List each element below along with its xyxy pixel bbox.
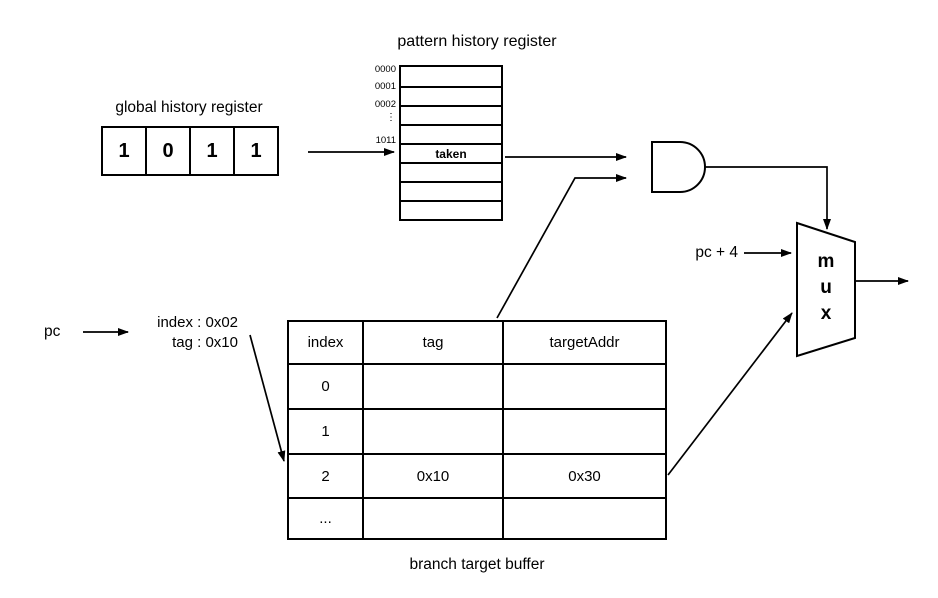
- phr-index-ellipsis: ⋮: [386, 112, 396, 123]
- pattern-history-register: taken: [399, 65, 503, 221]
- phr-row: [401, 105, 501, 124]
- pc-decode-block: index : 0x02 tag : 0x10: [130, 313, 238, 353]
- btb-header-index: index: [307, 334, 344, 351]
- ghr-bit-3: 1: [233, 128, 277, 174]
- btb-cell: [502, 408, 665, 453]
- phr-row: [401, 86, 501, 105]
- phr-row: [401, 181, 501, 200]
- phr-index-label-0001: 0001: [374, 81, 396, 92]
- mux-letter-x: x: [820, 303, 832, 324]
- ghr-bit-2: 1: [189, 128, 233, 174]
- phr-entry-value: taken: [435, 146, 467, 161]
- btb-title: branch target buffer: [409, 556, 545, 573]
- ghr-bit-0: 1: [118, 139, 130, 162]
- btb-header-targetaddr: targetAddr: [502, 322, 665, 363]
- pc-label: pc: [44, 323, 61, 340]
- mux-letter-u: u: [820, 277, 832, 298]
- phr-row: [401, 162, 501, 181]
- global-history-register: 1 0 1 1: [101, 126, 279, 176]
- btb-cell-target-0x30: 0x30: [502, 453, 665, 497]
- mux-shape: [796, 221, 856, 358]
- btb-cell-ellipsis: ...: [289, 497, 362, 538]
- branch-target-buffer: index tag targetAddr 0 1 2 0x10 0x30 ...: [287, 320, 667, 540]
- arrow-and-to-mux: [697, 166, 831, 230]
- btb-header-tag: tag: [362, 322, 502, 363]
- btb-cell-tag-0x10: 0x10: [362, 453, 502, 497]
- btb-cell: 0: [289, 363, 362, 408]
- btb-cell: [362, 497, 502, 538]
- phr-index-label-1011: 1011: [375, 135, 396, 146]
- phr-row: [401, 200, 501, 219]
- pc-decode-index: index : 0x02: [157, 314, 238, 331]
- ghr-title: global history register: [115, 99, 263, 116]
- btb-cell: [362, 363, 502, 408]
- phr-row: [401, 124, 501, 143]
- pc-plus-4-label: pc + 4: [695, 244, 738, 261]
- phr-row-taken: taken: [401, 143, 501, 162]
- arrow-btb-row-to-mux: [667, 312, 793, 476]
- mux-label: m u x: [804, 249, 848, 327]
- btb-cell: [362, 408, 502, 453]
- arrow-decode-to-btb: [249, 334, 286, 462]
- phr-title: pattern history register: [397, 33, 557, 50]
- btb-cell-index-2: 2: [289, 453, 362, 497]
- ghr-bit-1: 0: [145, 128, 189, 174]
- and-gate: [651, 141, 706, 193]
- arrow-btb-tag-to-and: [496, 174, 627, 319]
- phr-index-label-0000: 0000: [374, 64, 396, 75]
- phr-index-label-0002: 0002: [374, 99, 396, 110]
- mux-letter-m: m: [817, 251, 835, 272]
- btb-cell: [502, 363, 665, 408]
- pc-decode-tag: tag : 0x10: [172, 334, 238, 351]
- phr-row: [401, 67, 501, 86]
- btb-cell: [502, 497, 665, 538]
- btb-cell: 1: [289, 408, 362, 453]
